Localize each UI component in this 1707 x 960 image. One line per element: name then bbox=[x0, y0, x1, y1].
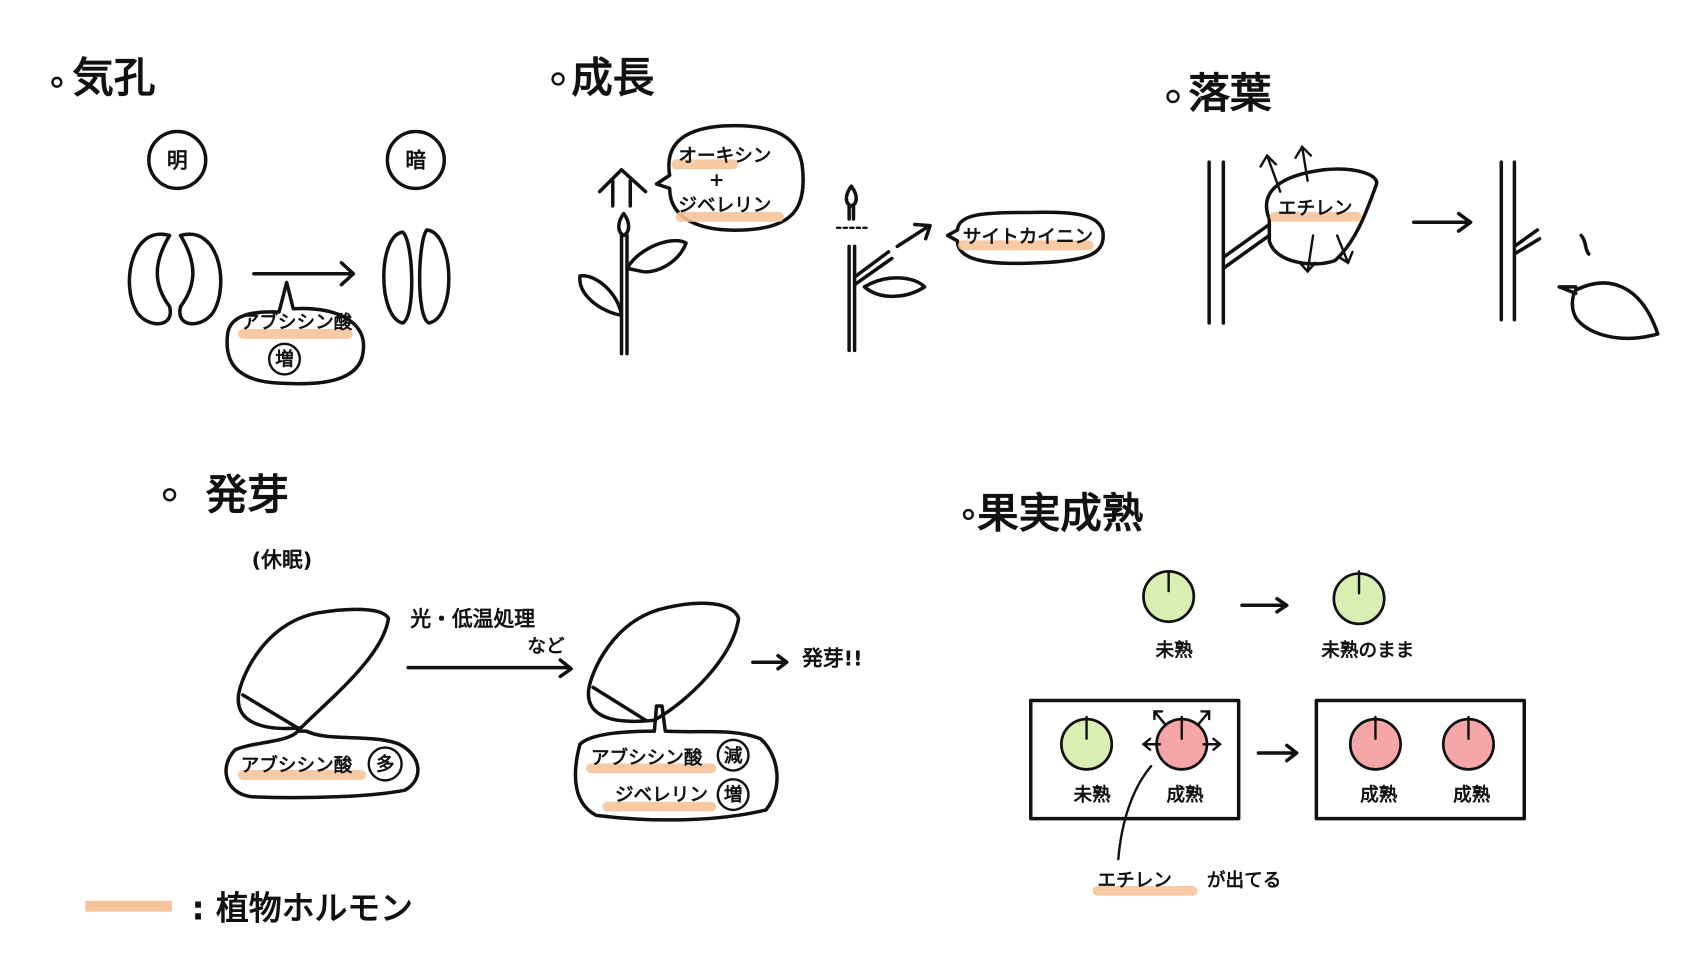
germinating-seed-icon bbox=[586, 601, 741, 724]
section-growth: 成長 オーキシン + ジベレリン サイトカイニン bbox=[551, 53, 1105, 356]
section-title: 落葉 bbox=[1188, 68, 1272, 117]
speech-bubble bbox=[225, 280, 366, 386]
treatment-label: 光・低温処理 bbox=[409, 607, 535, 631]
stays-unripe-label: 未熟のまま bbox=[1320, 640, 1414, 662]
legend: : 植物ホルモン bbox=[85, 889, 413, 927]
bullet-icon bbox=[162, 488, 177, 502]
change-badge bbox=[267, 342, 302, 376]
arrow-icon bbox=[751, 653, 789, 671]
section-title: 成長 bbox=[571, 53, 655, 102]
dark-label: 暗 bbox=[405, 149, 426, 173]
ethylene-note-hormone: エチレン bbox=[1098, 871, 1172, 892]
ripe-apple-icon bbox=[1141, 710, 1222, 771]
dormant-seed-icon bbox=[236, 607, 391, 731]
section-abscission: 落葉 エチレン bbox=[1166, 68, 1660, 341]
ethylene-note-rest: が出てる bbox=[1207, 870, 1281, 892]
ripe-apple-icon bbox=[1348, 715, 1402, 771]
hormone-gibberellin: ジベレリン bbox=[678, 195, 771, 216]
bullet-icon bbox=[551, 72, 565, 86]
change-label: 多 bbox=[376, 754, 395, 776]
section-title: 果実成熟 bbox=[977, 489, 1144, 538]
growing-plant-icon bbox=[578, 168, 688, 356]
unripe-apple-icon bbox=[1142, 570, 1196, 624]
light-label: 明 bbox=[167, 149, 188, 173]
ripe-fruit-box bbox=[1314, 698, 1527, 821]
result-label: 発芽!! bbox=[801, 646, 863, 670]
arrow-icon bbox=[1411, 211, 1473, 233]
speech-bubble bbox=[945, 210, 1105, 266]
plus-sign: + bbox=[709, 170, 725, 191]
section-ripening: 果実成熟 未熟 未熟のまま 未熟 成熟 成熟 成熟 エチレン bbox=[962, 489, 1527, 896]
arrow-icon bbox=[895, 222, 932, 249]
arrow-icon bbox=[252, 261, 356, 287]
ripe-label: 成熟 bbox=[1360, 784, 1398, 806]
arrow-icon bbox=[1240, 596, 1289, 614]
light-badge bbox=[147, 129, 208, 191]
speech-bubble bbox=[654, 123, 805, 232]
change-label: 増 bbox=[724, 784, 743, 806]
up-arrows-icon bbox=[597, 168, 648, 208]
hormone-label: アブシシン酸 bbox=[241, 311, 353, 333]
hormone-ethylene: エチレン bbox=[1278, 199, 1352, 220]
unripe-label: 未熟 bbox=[1072, 784, 1111, 806]
change-label: 減 bbox=[724, 745, 743, 767]
pointer-line bbox=[1117, 764, 1153, 861]
hormone-cytokinin: サイトカイニン bbox=[963, 227, 1093, 248]
dormancy-label: (休眠) bbox=[252, 548, 313, 572]
change-badge bbox=[716, 778, 750, 812]
stem-icon bbox=[1207, 160, 1226, 325]
leaf-icon bbox=[1264, 167, 1379, 266]
section-stomata: 気孔 明 暗 アブシシン酸 増 bbox=[51, 53, 451, 386]
hormone-label: アブシシン酸 bbox=[241, 755, 353, 777]
mixed-fruit-box bbox=[1029, 698, 1241, 821]
etc-label: など bbox=[527, 636, 565, 657]
unripe-apple-icon bbox=[1060, 715, 1114, 771]
section-title: 気孔 bbox=[72, 53, 156, 102]
bullet-icon bbox=[51, 76, 63, 88]
bullet-icon bbox=[1166, 89, 1180, 104]
unripe-label: 未熟 bbox=[1155, 640, 1194, 662]
arrow-icon bbox=[406, 658, 573, 679]
bullet-icon bbox=[962, 508, 974, 521]
diffusion-arrows-icon bbox=[1259, 144, 1354, 274]
hormone-auxin: オーキシン bbox=[678, 146, 771, 167]
ripe-apple-icon bbox=[1441, 715, 1495, 771]
ripe-label: 成熟 bbox=[1453, 784, 1491, 806]
fallen-leaf-icon bbox=[1557, 233, 1660, 341]
open-stoma-icon bbox=[127, 232, 223, 326]
legend-label: : 植物ホルモン bbox=[191, 889, 412, 927]
stem-icon bbox=[1499, 160, 1542, 322]
change-badge bbox=[367, 746, 403, 782]
change-label: 増 bbox=[275, 349, 294, 371]
hormone-abscisic-label: アブシシン酸 bbox=[591, 747, 703, 769]
cut-plant-icon bbox=[835, 184, 932, 353]
section-germination: 発芽 (休眠) アブシシン酸 多 光・低温処理 など アブシシン酸 減 ジベレリ… bbox=[162, 470, 863, 822]
closed-stoma-icon bbox=[382, 228, 451, 325]
hormone-gibberellin-label: ジベレリン bbox=[615, 785, 708, 806]
change-badge bbox=[716, 738, 750, 772]
speech-bubble bbox=[573, 704, 779, 822]
section-title: 発芽 bbox=[206, 470, 289, 519]
speech-bubble bbox=[224, 729, 420, 800]
ripe-label: 成熟 bbox=[1166, 784, 1204, 806]
dark-badge bbox=[385, 129, 447, 191]
unripe-apple-icon bbox=[1332, 570, 1386, 626]
arrow-icon bbox=[1256, 743, 1299, 763]
